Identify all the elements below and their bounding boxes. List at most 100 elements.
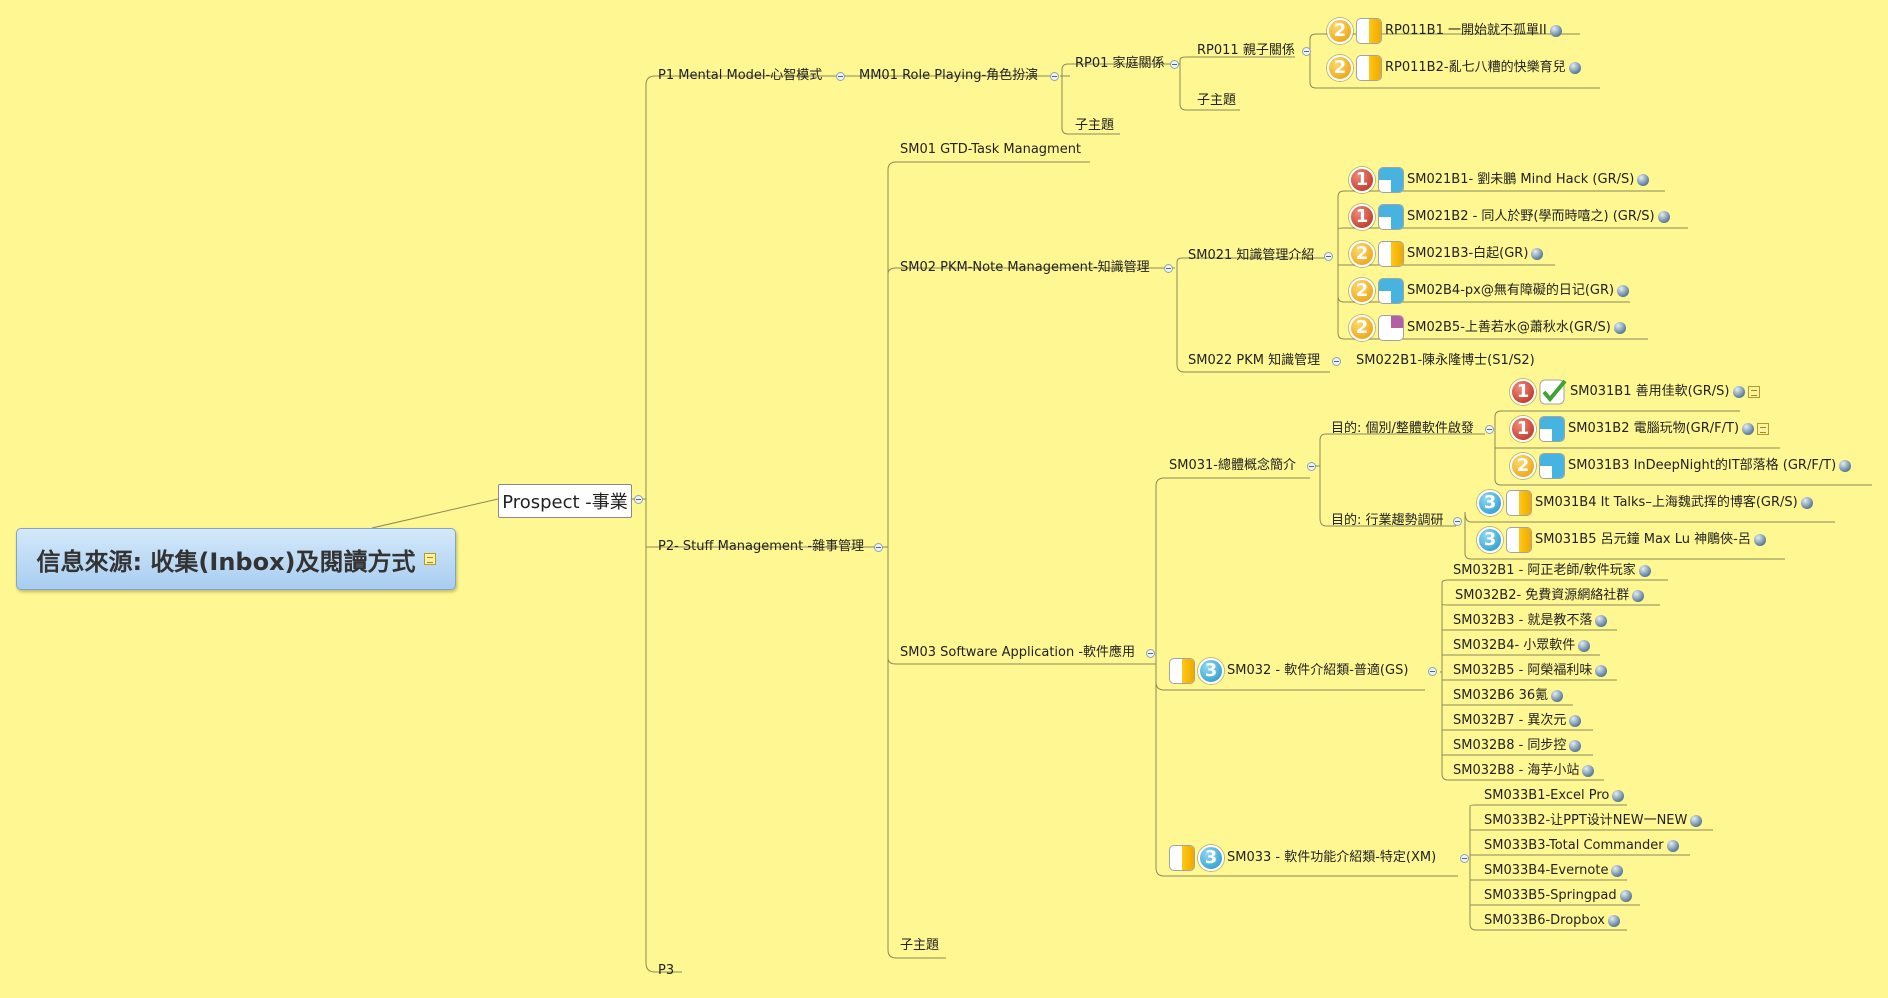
note-icon[interactable] xyxy=(1747,386,1760,398)
hyperlink-icon[interactable] xyxy=(1551,690,1564,702)
topic-sm032b4[interactable]: SM032B4- 小眾軟件 xyxy=(1453,638,1591,654)
topic-subtopic[interactable]: 子主題 xyxy=(1197,93,1236,109)
collapse-toggle[interactable] xyxy=(1460,854,1469,863)
topic-sm032[interactable]: 3 SM032 - 軟件介紹類-普適(GS) xyxy=(1169,658,1408,684)
hyperlink-icon[interactable] xyxy=(1666,840,1679,852)
topic-sm032b1[interactable]: SM032B1 - 阿正老師/軟件玩家 xyxy=(1453,563,1651,579)
topic-sm032b5[interactable]: SM032B5 - 阿榮福利味 xyxy=(1453,663,1608,679)
hyperlink-icon[interactable] xyxy=(1569,715,1582,727)
hyperlink-icon[interactable] xyxy=(1839,460,1852,472)
hyperlink-icon[interactable] xyxy=(1613,322,1626,334)
topic-sm033b3[interactable]: SM033B3-Total Commander xyxy=(1484,838,1679,854)
topic-p2[interactable]: P2- Stuff Management -雜事管理 xyxy=(658,539,864,555)
hyperlink-icon[interactable] xyxy=(1800,497,1813,509)
note-icon[interactable] xyxy=(1757,423,1770,435)
collapse-toggle[interactable] xyxy=(1170,60,1179,69)
topic-sm033b5[interactable]: SM033B5-Springpad xyxy=(1484,888,1632,904)
hyperlink-icon[interactable] xyxy=(1617,285,1630,297)
topic-sm032b2[interactable]: SM032B2- 免費資源網絡社群 xyxy=(1455,588,1645,604)
collapse-toggle[interactable] xyxy=(1164,264,1173,273)
topic-sm031b4[interactable]: 3 SM031B4 It Talks–上海魏武挥的博客(GR/S) xyxy=(1477,490,1813,516)
topic-sm031b1[interactable]: 1 SM031B1 善用佳軟(GR/S) xyxy=(1510,379,1760,405)
collapse-toggle[interactable] xyxy=(874,543,883,552)
note-icon[interactable] xyxy=(423,553,436,565)
topic-sm03[interactable]: SM03 Software Application -軟件應用 xyxy=(900,645,1135,661)
hyperlink-icon[interactable] xyxy=(1638,565,1651,577)
hyperlink-icon[interactable] xyxy=(1578,640,1591,652)
topic-sm033b2[interactable]: SM033B2-让PPT设计NEW一NEW xyxy=(1484,813,1703,829)
topic-p1[interactable]: P1 Mental Model-心智模式 xyxy=(658,68,822,84)
hyperlink-icon[interactable] xyxy=(1531,248,1544,260)
topic-sm031b2[interactable]: 1 SM031B2 電腦玩物(GR/F/T) xyxy=(1510,416,1770,442)
hyperlink-icon[interactable] xyxy=(1753,534,1766,546)
collapse-toggle[interactable] xyxy=(634,495,643,504)
collapse-toggle[interactable] xyxy=(1302,47,1311,56)
progress-half-icon xyxy=(1356,18,1382,44)
collapse-toggle[interactable] xyxy=(1050,72,1059,81)
collapse-toggle[interactable] xyxy=(1307,462,1316,471)
topic-mm01[interactable]: MM01 Role Playing-角色扮演 xyxy=(859,68,1038,84)
hyperlink-icon[interactable] xyxy=(1657,211,1670,223)
topic-sm032b7[interactable]: SM032B7 - 異次元 xyxy=(1453,713,1582,729)
collapse-toggle[interactable] xyxy=(1428,667,1437,676)
hyperlink-icon[interactable] xyxy=(1690,815,1703,827)
topic-sm02b4[interactable]: 2 SM02B4-px@無有障礙的日记(GR) xyxy=(1349,278,1630,304)
collapse-toggle[interactable] xyxy=(836,72,845,81)
hyperlink-icon[interactable] xyxy=(1742,423,1755,435)
topic-sm033b1[interactable]: SM033B1-Excel Pro xyxy=(1484,788,1625,804)
root-topic[interactable]: 信息來源: 收集(Inbox)及閱讀方式 xyxy=(16,528,456,590)
collapse-toggle[interactable] xyxy=(1146,649,1155,658)
collapse-toggle[interactable] xyxy=(1453,517,1462,526)
hyperlink-icon[interactable] xyxy=(1619,890,1632,902)
hyperlink-icon[interactable] xyxy=(1568,62,1581,74)
collapse-toggle[interactable] xyxy=(1332,357,1341,366)
topic-sm021b3[interactable]: 2 SM021B3-白起(GR) xyxy=(1349,241,1544,267)
topic-label: SM033 - 軟件功能介紹類-特定(XM) xyxy=(1227,850,1437,865)
topic-subtopic[interactable]: 子主題 xyxy=(1075,118,1114,134)
topic-p3[interactable]: P3 xyxy=(658,963,674,979)
topic-sm032b6[interactable]: SM032B6 36氪 xyxy=(1453,688,1564,704)
topic-label: SM021B1- 劉未鵬 Mind Hack (GR/S) xyxy=(1407,172,1635,187)
central-topic-prospect[interactable]: Prospect -事業 xyxy=(498,484,632,518)
hyperlink-icon[interactable] xyxy=(1612,790,1625,802)
topic-subtopic[interactable]: 子主題 xyxy=(900,938,939,954)
topic-sm021b2[interactable]: 1 SM021B2 - 同人於野(學而時嘻之) (GR/S) xyxy=(1349,204,1670,230)
collapse-toggle[interactable] xyxy=(1485,425,1494,434)
topic-goal-trend[interactable]: 目的: 行業趨勢調研 xyxy=(1331,513,1444,529)
topic-sm033b6[interactable]: SM033B6-Dropbox xyxy=(1484,913,1620,929)
topic-sm02b5[interactable]: 2 SM02B5-上善若水@蕭秋水(GR/S) xyxy=(1349,315,1626,341)
topic-sm032b3[interactable]: SM032B3 - 就是教不落 xyxy=(1453,613,1608,629)
topic-sm022[interactable]: SM022 PKM 知識管理 xyxy=(1188,353,1320,369)
topic-sm021b1[interactable]: 1 SM021B1- 劉未鵬 Mind Hack (GR/S) xyxy=(1349,167,1650,193)
collapse-toggle[interactable] xyxy=(1324,252,1333,261)
hyperlink-icon[interactable] xyxy=(1595,665,1608,677)
topic-sm022b1[interactable]: SM022B1-陳永隆博士(S1/S2) xyxy=(1356,353,1535,369)
hyperlink-icon[interactable] xyxy=(1582,765,1595,777)
hyperlink-icon[interactable] xyxy=(1732,386,1745,398)
topic-sm032b8-sync[interactable]: SM032B8 - 同步控 xyxy=(1453,738,1582,754)
hyperlink-icon[interactable] xyxy=(1595,615,1608,627)
topic-sm02[interactable]: SM02 PKM-Note Management-知識管理 xyxy=(900,260,1150,276)
hyperlink-icon[interactable] xyxy=(1549,25,1562,37)
hyperlink-icon[interactable] xyxy=(1569,740,1582,752)
topic-sm033[interactable]: 3 SM033 - 軟件功能介紹類-特定(XM) xyxy=(1169,845,1436,871)
hyperlink-icon[interactable] xyxy=(1637,174,1650,186)
topic-sm033b4[interactable]: SM033B4-Evernote xyxy=(1484,863,1624,879)
topic-goal-software[interactable]: 目的: 個別/整體軟件啟發 xyxy=(1331,421,1474,437)
hyperlink-icon[interactable] xyxy=(1632,590,1645,602)
topic-sm021[interactable]: SM021 知識管理介紹 xyxy=(1188,248,1314,264)
topic-sm01[interactable]: SM01 GTD-Task Managment xyxy=(900,142,1081,158)
topic-rp011b1[interactable]: 2 RP011B1 一開始就不孤單II xyxy=(1327,18,1562,44)
topic-sm032b8-taro[interactable]: SM032B8 - 海芋小站 xyxy=(1453,763,1595,779)
topic-sm031[interactable]: SM031-總體概念簡介 xyxy=(1169,458,1296,474)
topic-rp011[interactable]: RP011 親子關係 xyxy=(1197,43,1295,59)
topic-label: SM033B4-Evernote xyxy=(1484,863,1609,878)
topic-rp01[interactable]: RP01 家庭關係 xyxy=(1075,56,1165,72)
topic-sm031b3[interactable]: 2 SM031B3 InDeepNight的IT部落格 (GR/F/T) xyxy=(1510,453,1852,479)
topic-sm031b5[interactable]: 3 SM031B5 呂元鐘 Max Lu 神鵰俠-呂 xyxy=(1477,527,1766,553)
hyperlink-icon[interactable] xyxy=(1611,865,1624,877)
topic-rp011b2[interactable]: 2 RP011B2-亂七八糟的快樂育兒 xyxy=(1327,55,1581,81)
priority-1-icon: 1 xyxy=(1349,204,1375,230)
hyperlink-icon[interactable] xyxy=(1607,915,1620,927)
